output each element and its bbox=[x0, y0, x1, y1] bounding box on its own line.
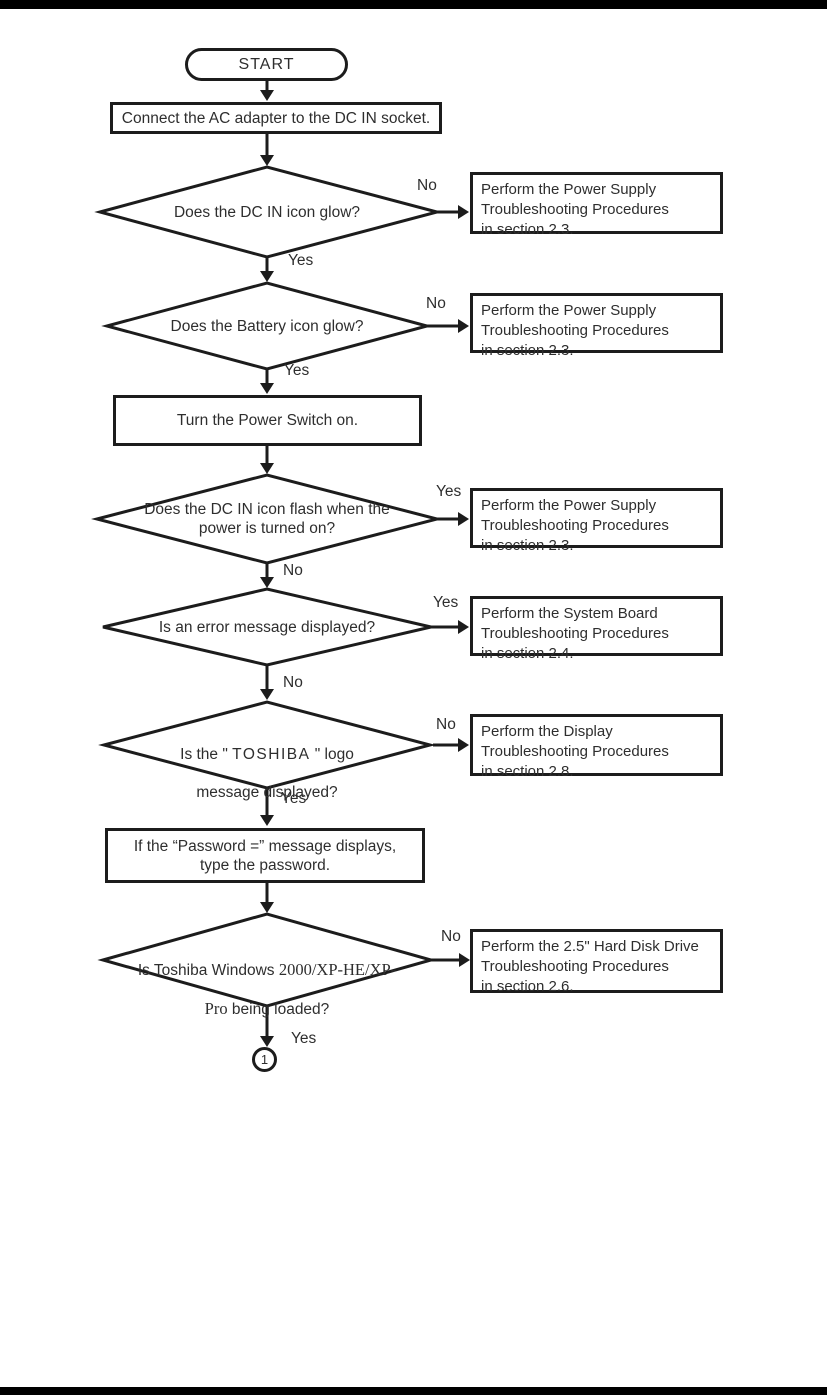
decision-text-toshiba-logo: Is the " TOSHIBA " logo message displaye… bbox=[117, 726, 417, 802]
action-hard-disk-drive: Perform the 2.5" Hard Disk Drive Trouble… bbox=[470, 929, 723, 995]
branch-label-yes-5: Yes bbox=[281, 790, 307, 807]
toshiba-brand-text: TOSHIBA bbox=[232, 746, 311, 763]
process-type-password: If the “Password =” message displays, ty… bbox=[105, 828, 425, 883]
arrow-dcin-glow-to-battery bbox=[260, 257, 274, 282]
process-turn-power-switch-on: Turn the Power Switch on. bbox=[113, 395, 422, 446]
action-power-supply-1: Perform the Power Supply Troubleshooting… bbox=[470, 172, 723, 238]
windows-text-p1: Is Toshiba Windows bbox=[137, 962, 279, 979]
arrow-start-to-connect bbox=[260, 81, 274, 101]
arrow-battery-to-power-switch bbox=[260, 369, 274, 394]
logo-text-line2: message displayed? bbox=[196, 784, 338, 801]
arrow-battery-no bbox=[427, 319, 469, 333]
start-terminator: START bbox=[185, 48, 348, 81]
branch-label-no-2: No bbox=[426, 295, 446, 312]
branch-label-yes-3: Yes bbox=[436, 483, 462, 500]
decision-diamond-toshiba-logo bbox=[98, 700, 436, 790]
windows-text-p2: 2000/XP-HE/XP- bbox=[278, 960, 397, 979]
decision-text-error-message: Is an error message displayed? bbox=[158, 619, 376, 636]
branch-label-yes-6: Yes bbox=[291, 1030, 317, 1047]
logo-text-post: " logo bbox=[310, 746, 354, 763]
page-bottom-edge bbox=[0, 1387, 827, 1395]
arrow-logo-no bbox=[433, 738, 469, 752]
offpage-connector-1: 1 bbox=[252, 1047, 277, 1072]
branch-label-no-1: No bbox=[417, 177, 437, 194]
decision-diamond-error-message bbox=[102, 587, 432, 667]
windows-text-p3: Pro bbox=[204, 999, 228, 1018]
action-system-board: Perform the System Board Troubleshooting… bbox=[470, 596, 723, 662]
decision-text-battery-glow: Does the Battery icon glow? bbox=[170, 318, 364, 335]
arrow-power-switch-to-flash bbox=[260, 446, 274, 474]
branch-label-no-5: No bbox=[436, 716, 456, 733]
process-connect-ac-adapter: Connect the AC adapter to the DC IN sock… bbox=[110, 102, 442, 134]
decision-text-dcin-flash: Does the DC IN icon flash when the power… bbox=[144, 501, 390, 537]
arrow-error-to-logo bbox=[260, 665, 274, 700]
decision-text-windows-loading: Is Toshiba Windows 2000/XP-HE/XP- Pro be… bbox=[117, 941, 417, 1019]
decision-diamond-dcin-flash bbox=[91, 473, 443, 565]
decision-text-dcin-glow: Does the DC IN icon glow? bbox=[173, 204, 361, 221]
arrow-logo-to-password bbox=[260, 788, 274, 826]
arrow-windows-to-connector bbox=[260, 1006, 274, 1047]
action-power-supply-3: Perform the Power Supply Troubleshooting… bbox=[470, 488, 723, 554]
decision-diamond-windows-loading bbox=[97, 912, 437, 1008]
action-power-supply-2: Perform the Power Supply Troubleshooting… bbox=[470, 293, 723, 359]
branch-label-yes-1: Yes bbox=[288, 252, 314, 269]
branch-label-yes-4: Yes bbox=[433, 594, 459, 611]
logo-text-pre: Is the " bbox=[180, 746, 233, 763]
page-top-edge bbox=[0, 0, 827, 9]
decision-diamond-battery-glow bbox=[101, 281, 433, 371]
action-display: Perform the Display Troubleshooting Proc… bbox=[470, 714, 723, 780]
windows-text-p4: being loaded? bbox=[227, 1001, 330, 1018]
branch-label-no-4: No bbox=[283, 674, 303, 691]
branch-label-no-6: No bbox=[441, 928, 461, 945]
arrow-password-to-windows bbox=[260, 883, 274, 913]
branch-label-no-3: No bbox=[283, 562, 303, 579]
decision-diamond-dcin-glow bbox=[94, 165, 443, 259]
arrow-connect-to-dcin-glow bbox=[260, 134, 274, 166]
arrow-flash-to-error bbox=[260, 563, 274, 588]
branch-label-yes-2: Yes bbox=[284, 362, 310, 379]
arrow-error-yes bbox=[431, 620, 469, 634]
